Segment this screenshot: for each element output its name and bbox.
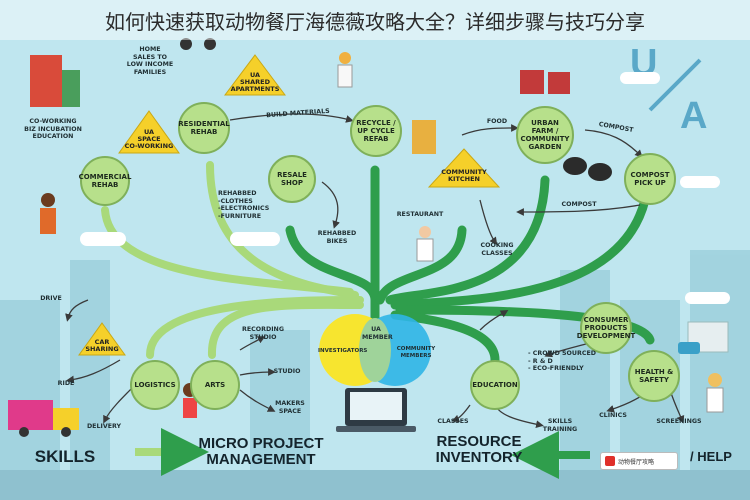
- triangle-label: UA SHARED APARTMENTS: [230, 70, 280, 93]
- triangle-shape: [78, 322, 126, 356]
- label-rehabbed-bikes: REHABBED BIKES: [317, 230, 357, 245]
- triangle-car-sharing: CAR SHARING: [78, 322, 126, 356]
- label-recording-studio: RECORDING STUDIO: [242, 326, 284, 341]
- label-help-partial: / HELP: [690, 449, 732, 464]
- node-health-safety: HEALTH & SAFETY: [628, 350, 680, 402]
- triangle-ua-shared-apartments: UA SHARED APARTMENTS: [224, 54, 286, 96]
- label-skills: SKILLS: [34, 447, 96, 466]
- triangle-label: COMMUNITY KITCHEN: [441, 167, 487, 183]
- label-skills-training: SKILLS TRAINING: [542, 418, 578, 433]
- label-drive: DRIVE: [40, 295, 62, 302]
- node-arts: ARTS: [190, 360, 240, 410]
- label-micro-project-management: MICRO PROJECT MANAGEMENT: [198, 435, 324, 468]
- triangle-community-kitchen: COMMUNITY KITCHEN: [428, 148, 500, 188]
- page-title: 如何快速获取动物餐厅海德薇攻略大全？详细步骤与技巧分享: [105, 10, 645, 34]
- cloud: [685, 292, 730, 304]
- label-cooking-classes: COOKING CLASSES: [480, 242, 514, 257]
- triangle-shape: [428, 148, 500, 188]
- triangle-label: UA SPACE CO-WORKING: [124, 127, 174, 150]
- node-resale-shop: RESALE SHOP: [268, 155, 316, 203]
- label-studio: STUDIO: [273, 368, 301, 375]
- node-urban-farm: URBAN FARM / COMMUNITY GARDEN: [516, 106, 574, 164]
- label-compost-mid: COMPOST: [561, 201, 597, 208]
- node-residential-rehab: RESIDENTIAL REHAB: [178, 102, 230, 154]
- label-crowd-sourced: - CROWD SOURCED - R & D - ECO-FRIENDLY: [528, 350, 596, 373]
- label-resource-inventory: RESOURCE INVENTORY: [435, 433, 523, 466]
- label-restaurant: RESTAURANT: [396, 211, 444, 218]
- label-delivery: DELIVERY: [86, 423, 122, 430]
- label-classes: CLASSES: [437, 418, 469, 425]
- label-rehabbed-list: REHABBED -CLOTHES -ELECTRONICS -FURNITUR…: [218, 190, 270, 220]
- logo-icon: [605, 456, 615, 466]
- label-investigators: INVESTIGATORS: [318, 348, 368, 354]
- site-watermark-logo: 动物餐厅攻略: [600, 452, 678, 470]
- triangle-ua-space-coworking: UA SPACE CO-WORKING: [118, 110, 180, 154]
- label-screenings: SCREENINGS: [656, 418, 702, 425]
- node-education: EDUCATION: [470, 360, 520, 410]
- triangle-shape: [118, 110, 180, 154]
- cloud: [230, 232, 280, 246]
- node-logistics: LOGISTICS: [130, 360, 180, 410]
- label-ua-member: UA MEMBER: [362, 326, 393, 341]
- triangle-label: CAR SHARING: [85, 337, 119, 353]
- node-commercial-rehab: COMMERCIAL REHAB: [79, 156, 131, 206]
- label-ride: RIDE: [57, 380, 75, 387]
- logo-text: 动物餐厅攻略: [618, 458, 655, 466]
- label-coworking-biz: CO-WORKING BIZ INCUBATION EDUCATION: [24, 118, 82, 141]
- cloud: [620, 72, 660, 84]
- cloud: [80, 232, 126, 246]
- label-clinics: CLINICS: [599, 412, 627, 419]
- label-makers-space: MAKERS SPACE: [275, 400, 305, 415]
- title-banner: [0, 0, 750, 40]
- label-food: FOOD: [486, 118, 508, 125]
- cloud: [680, 176, 720, 188]
- label-home-sales: HOME SALES TO LOW INCOME FAMILIES: [126, 46, 174, 76]
- node-compost-pickup: COMPOST PICK UP: [624, 153, 676, 205]
- label-community-members: COMMUNITY MEMBERS: [396, 346, 436, 359]
- triangle-shape: [224, 54, 286, 96]
- node-consumer-products: CONSUMER PRODUCTS DEVELOPMENT: [577, 302, 635, 354]
- node-recycle-upcycle: RECYCLE / UP CYCLE REFAB: [350, 105, 402, 157]
- svg-text:A: A: [680, 95, 707, 137]
